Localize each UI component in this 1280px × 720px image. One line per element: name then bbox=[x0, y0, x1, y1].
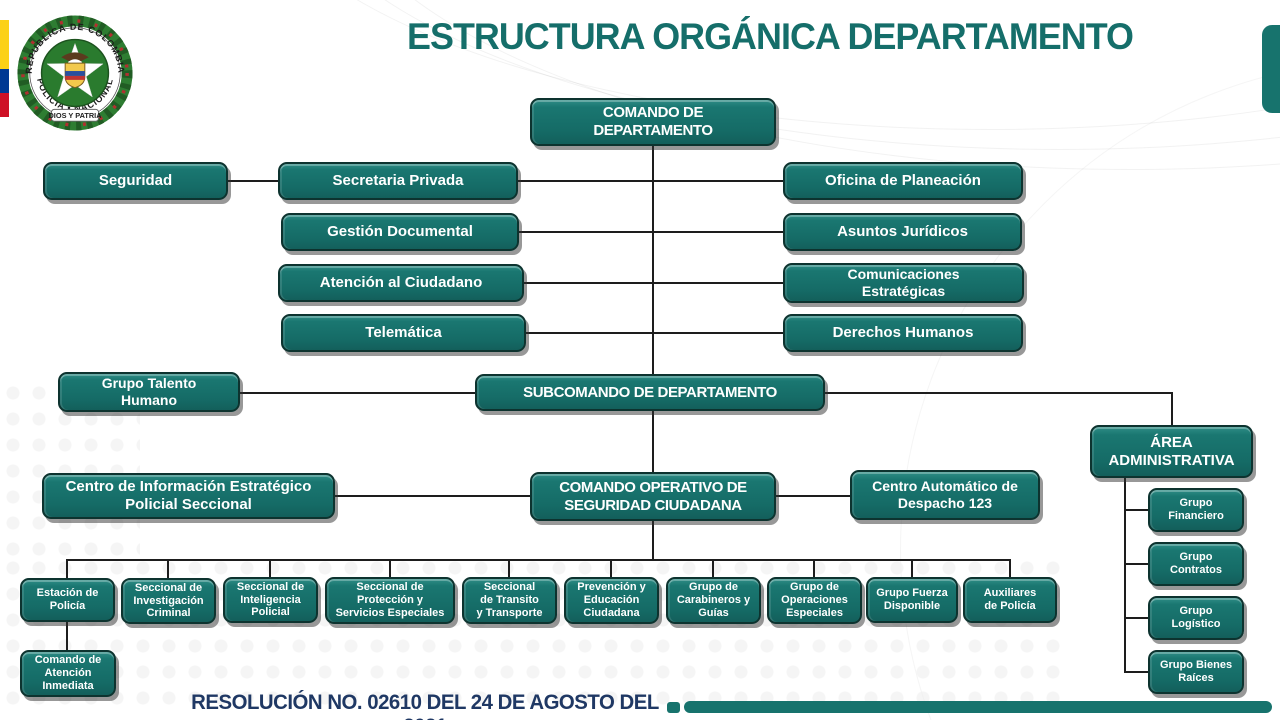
org-box-prevencion-educacion-ciudadana: Prevención y Educación Ciudadana bbox=[564, 577, 659, 624]
flag-blue bbox=[0, 68, 9, 93]
org-box-secretaria-privada: Secretaria Privada bbox=[278, 162, 518, 200]
connector-line bbox=[66, 559, 1011, 561]
connector-line bbox=[1124, 478, 1126, 673]
org-box-subcomando-departamento: SUBCOMANDO DE DEPARTAMENTO bbox=[475, 374, 825, 411]
org-box-area-administrativa: ÁREA ADMINISTRATIVA bbox=[1090, 425, 1253, 478]
connector-line bbox=[1009, 559, 1011, 578]
org-box-auxiliares-de-policia: Auxiliares de Policía bbox=[963, 577, 1057, 623]
org-box-grupo-fuerza-disponible: Grupo Fuerza Disponible bbox=[866, 577, 958, 623]
connector-line bbox=[652, 411, 654, 472]
connector-line bbox=[825, 392, 1173, 394]
org-box-oficina-de-planeacion: Oficina de Planeación bbox=[783, 162, 1023, 200]
org-box-gestion-documental: Gestión Documental bbox=[281, 213, 519, 251]
org-box-asuntos-juridicos: Asuntos Jurídicos bbox=[783, 213, 1022, 251]
connector-line bbox=[911, 559, 913, 578]
org-box-comunicaciones-estrategicas: Comunicaciones Estratégicas bbox=[783, 263, 1024, 303]
org-box-derechos-humanos: Derechos Humanos bbox=[783, 314, 1023, 352]
connector-line bbox=[228, 180, 278, 182]
org-box-seccional-proteccion-servicios: Seccional de Protección y Servicios Espe… bbox=[325, 577, 455, 624]
connector-line bbox=[610, 559, 612, 578]
org-box-estacion-de-policia: Estación de Policía bbox=[20, 578, 115, 622]
connector-line bbox=[167, 559, 169, 578]
org-box-comando-departamento: COMANDO DE DEPARTAMENTO bbox=[530, 98, 776, 146]
org-box-telematica: Telemática bbox=[281, 314, 526, 352]
connector-line bbox=[1124, 563, 1148, 565]
connector-line bbox=[652, 521, 654, 559]
connector-line bbox=[519, 231, 783, 233]
org-box-grupo-logistico: Grupo Logístico bbox=[1148, 596, 1244, 640]
org-box-grupo-talento-humano: Grupo Talento Humano bbox=[58, 372, 240, 412]
right-edge-accent-bar bbox=[1262, 25, 1280, 113]
flag-red bbox=[0, 92, 9, 117]
connector-line bbox=[652, 146, 654, 375]
connector-line bbox=[1124, 509, 1148, 511]
flag-yellow bbox=[0, 20, 9, 69]
connector-line bbox=[389, 559, 391, 578]
connector-line bbox=[66, 622, 68, 651]
resolution-footer: RESOLUCIÓN NO. 02610 DEL 24 DE AGOSTO DE… bbox=[191, 691, 659, 720]
connector-line bbox=[335, 495, 530, 497]
footer-accent-dash bbox=[667, 702, 680, 713]
police-seal-logo: REPUBLICA DE COLOMBIA POLICIA • NACIONAL… bbox=[17, 15, 133, 131]
org-box-grupo-financiero: Grupo Financiero bbox=[1148, 488, 1244, 532]
org-box-seccional-transito-transporte: Seccional de Transito y Transporte bbox=[462, 577, 557, 624]
connector-line bbox=[813, 559, 815, 578]
org-box-grupo-bienes-raices: Grupo Bienes Raíces bbox=[1148, 650, 1244, 694]
org-box-grupo-operaciones-especiales: Grupo de Operaciones Especiales bbox=[767, 577, 862, 624]
org-box-centro-automatico-despacho-123: Centro Automático de Despacho 123 bbox=[850, 470, 1040, 520]
connector-line bbox=[776, 495, 850, 497]
org-box-comando-atencion-inmediata: Comando de Atención Inmediata bbox=[20, 650, 116, 697]
connector-line bbox=[508, 559, 510, 578]
connector-line bbox=[526, 332, 783, 334]
connector-line bbox=[524, 282, 783, 284]
colombia-flag-stripe bbox=[0, 20, 9, 117]
connector-line bbox=[240, 392, 475, 394]
connector-line bbox=[66, 559, 68, 578]
org-box-centro-informacion-estrategico: Centro de Información Estratégico Polici… bbox=[42, 473, 335, 519]
connector-line bbox=[518, 180, 783, 182]
footer-accent-bar bbox=[684, 701, 1272, 713]
connector-line bbox=[1124, 617, 1148, 619]
connector-line bbox=[712, 559, 714, 578]
org-box-grupo-carabineros-guias: Grupo de Carabineros y Guías bbox=[666, 577, 761, 624]
org-box-seccional-inteligencia-policial: Seccional de Inteligencia Policial bbox=[223, 577, 318, 623]
org-box-atencion-al-ciudadano: Atención al Ciudadano bbox=[278, 264, 524, 302]
connector-line bbox=[269, 559, 271, 578]
org-box-comando-operativo-seguridad: COMANDO OPERATIVO DE SEGURIDAD CIUDADANA bbox=[530, 472, 776, 521]
org-box-grupo-contratos: Grupo Contratos bbox=[1148, 542, 1244, 586]
org-box-seccional-investigacion-criminal: Seccional de Investigación Criminal bbox=[121, 578, 216, 624]
connector-line bbox=[1171, 392, 1173, 425]
svg-text:DIOS Y PATRIA: DIOS Y PATRIA bbox=[48, 111, 102, 120]
org-box-seguridad: Seguridad bbox=[43, 162, 228, 200]
page-title: ESTRUCTURA ORGÁNICA DEPARTAMENTO bbox=[407, 16, 1134, 57]
connector-line bbox=[1124, 671, 1148, 673]
